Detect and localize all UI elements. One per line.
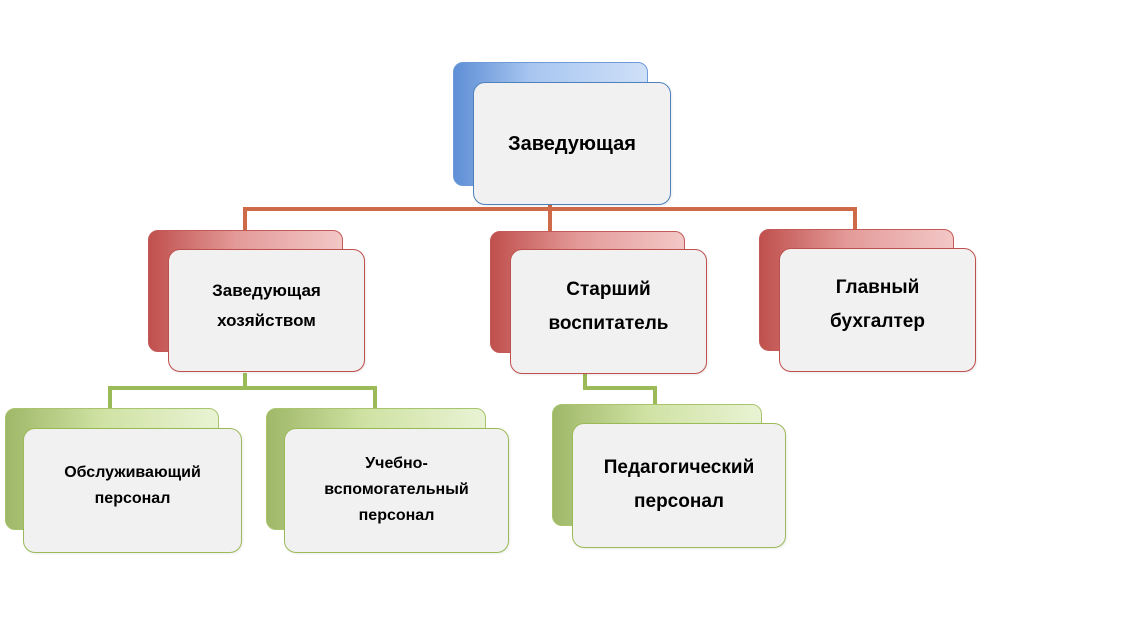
service-staff-node-label: Обслуживающий персонал	[64, 463, 201, 507]
senior-educator-node: Старший воспитатель	[510, 249, 707, 374]
chief-accountant-node-label: Главный бухгалтер	[830, 277, 925, 332]
chief-accountant-node: Главный бухгалтер	[779, 248, 976, 372]
service-staff-node: Обслуживающий персонал	[23, 428, 242, 553]
teaching-staff-node: Педагогический персонал	[572, 423, 786, 548]
senior-educator-node-label: Старший воспитатель	[548, 278, 669, 334]
educational-support-node-label: Учебно- вспомогательный персонал	[324, 454, 469, 524]
head-node-label: Заведующая	[508, 132, 636, 155]
household-head-node: Заведующая хозяйством	[168, 249, 365, 372]
teaching-staff-node-label: Педагогический персонал	[603, 456, 755, 512]
educational-support-node: Учебно- вспомогательный персонал	[284, 428, 509, 553]
head-node: Заведующая	[473, 82, 671, 205]
household-head-node-label: Заведующая хозяйством	[212, 280, 321, 330]
